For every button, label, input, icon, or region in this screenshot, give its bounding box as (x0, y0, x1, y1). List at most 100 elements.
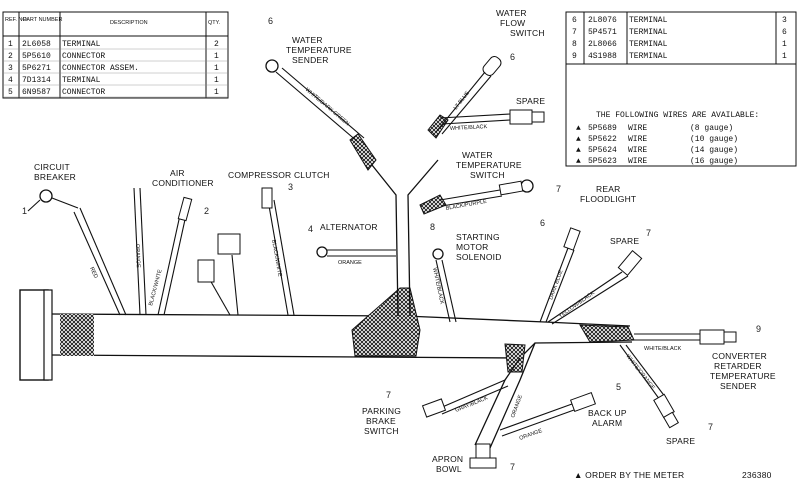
row-part: 6N9587 (22, 88, 51, 97)
row-ref: 5 (8, 88, 13, 97)
spare-top-connector (509, 109, 533, 125)
label-air-conditioner-2: CONDITIONER (152, 178, 214, 188)
compressor-connector (261, 187, 273, 209)
callout-1: 1 (22, 206, 27, 216)
callout-3: 3 (288, 182, 293, 192)
label-converter-4: SENDER (720, 381, 757, 391)
diode-connector (217, 233, 241, 255)
order-by-meter-note: ▲ ORDER BY THE METER (574, 470, 684, 480)
callout-7b: 7 (646, 228, 651, 238)
row-desc: TERMINAL (62, 40, 101, 49)
label-water-temp-sender-1: WATER (292, 35, 323, 45)
label-water-temp-switch-2: TEMPERATURE (456, 160, 522, 170)
wire-marker: ▲ (576, 146, 581, 155)
row-ref: 7 (572, 28, 577, 37)
row-part: 5P6271 (22, 64, 51, 73)
row-desc: CONNECTOR ASSEM. (62, 64, 139, 73)
row-qty: 1 (214, 76, 219, 85)
row-desc: CONNECTOR (62, 52, 105, 61)
row-qty: 1 (782, 40, 787, 49)
row-part: 2L8066 (588, 40, 617, 49)
row-ref: 9 (572, 52, 577, 61)
label-converter-2: RETARDER (714, 361, 762, 371)
label-parking-brake-3: SWITCH (364, 426, 399, 436)
wire-desc: WIRE (628, 124, 647, 133)
col-ref-header: REF. NO. (5, 17, 29, 23)
main-harness (19, 114, 635, 449)
row-ref: 8 (572, 40, 577, 49)
row-ref: 1 (8, 40, 13, 49)
label-spare-right: SPARE (610, 236, 639, 246)
back-up-alarm-connector (569, 391, 597, 413)
wire-part: 5P5689 (588, 124, 617, 133)
label-spare-bottom: SPARE (666, 436, 695, 446)
row-desc: TERMINAL (629, 52, 668, 61)
label-parking-brake-1: PARKING (362, 406, 401, 416)
row-qty: 2 (214, 40, 219, 49)
wire-black-purple: BLACK/PURPLE (445, 199, 487, 212)
wire-yellow-black: YELLOW/BLACK (558, 290, 597, 319)
row-part: 4S1988 (588, 52, 617, 61)
label-compressor-clutch: COMPRESSOR CLUTCH (228, 170, 330, 180)
label-water-temp-switch-1: WATER (462, 150, 493, 160)
wire-desc: WIRE (628, 157, 647, 166)
callout-4: 4 (308, 224, 313, 234)
starter-terminal (432, 248, 444, 260)
row-part: 5P5610 (22, 52, 51, 61)
spare-right-connector (617, 250, 643, 276)
callout-6a: 6 (268, 16, 273, 26)
callout-7a: 7 (556, 184, 561, 194)
callout-8: 8 (430, 222, 435, 232)
callout-7d: 7 (510, 462, 515, 472)
wire-red: RED (88, 266, 98, 279)
row-part: 7D1314 (22, 76, 51, 85)
wire-gauge: (16 gauge) (690, 157, 738, 166)
wire-white-black-2: WHITE/BLACK (431, 267, 445, 305)
temp-sender-terminal (265, 59, 279, 73)
wire-lt-blue: LT BLUE (453, 90, 471, 111)
branch-leads (39, 56, 737, 469)
row-part: 5P4571 (588, 28, 617, 37)
label-water-temp-sender-2: TEMPERATURE (286, 45, 352, 55)
row-ref: 3 (8, 64, 13, 73)
circuit-breaker-terminal (39, 189, 53, 203)
wire-part: 5P5622 (588, 135, 617, 144)
wires-available-note: THE FOLLOWING WIRES ARE AVAILABLE: (596, 111, 759, 120)
label-converter-1: CONVERTER (712, 351, 767, 361)
label-parking-brake-2: BRAKE (366, 416, 396, 426)
label-spare-top: SPARE (516, 96, 545, 106)
wire-orange-alt: ORANGE (338, 260, 362, 266)
wire-white-black: WHITE/BLACK (450, 124, 488, 132)
row-desc: CONNECTOR (62, 88, 105, 97)
row-part: 2L6058 (22, 40, 51, 49)
wire-gauge: (10 gauge) (690, 135, 738, 144)
wire-desc: WIRE (628, 135, 647, 144)
relay-connector (197, 259, 215, 283)
callout-7e: 7 (708, 422, 713, 432)
wire-marker: ▲ (576, 157, 581, 166)
row-desc: TERMINAL (62, 76, 101, 85)
wire-marker: ▲ (576, 135, 581, 144)
label-apron-bowl-2: BOWL (436, 464, 462, 474)
parking-brake-connector (421, 398, 447, 418)
floodlight-connector (563, 227, 581, 251)
figure-number: 236380 (742, 470, 772, 480)
wire-part: 5P5623 (588, 157, 617, 166)
wire-gauge: (14 gauge) (690, 146, 738, 155)
wire-part: 5P5624 (588, 146, 617, 155)
component-labels: CIRCUIT BREAKER AIR CONDITIONER COMPRESS… (34, 8, 776, 474)
row-desc: TERMINAL (629, 16, 668, 25)
flow-switch-terminal (482, 56, 502, 76)
label-water-temp-sender-3: SENDER (292, 55, 329, 65)
callout-7c: 7 (386, 390, 391, 400)
label-starting-motor-3: SOLENOID (456, 252, 502, 262)
wire-white-dark-green: WHITE/DARK GREEN (304, 87, 350, 127)
row-ref: 2 (8, 52, 13, 61)
row-qty: 3 (782, 16, 787, 25)
label-back-up-alarm-1: BACK UP (588, 408, 627, 418)
label-back-up-alarm-2: ALARM (592, 418, 622, 428)
wire-white-black-3: WHITE/BLACK (644, 346, 682, 352)
row-desc: TERMINAL (629, 28, 668, 37)
